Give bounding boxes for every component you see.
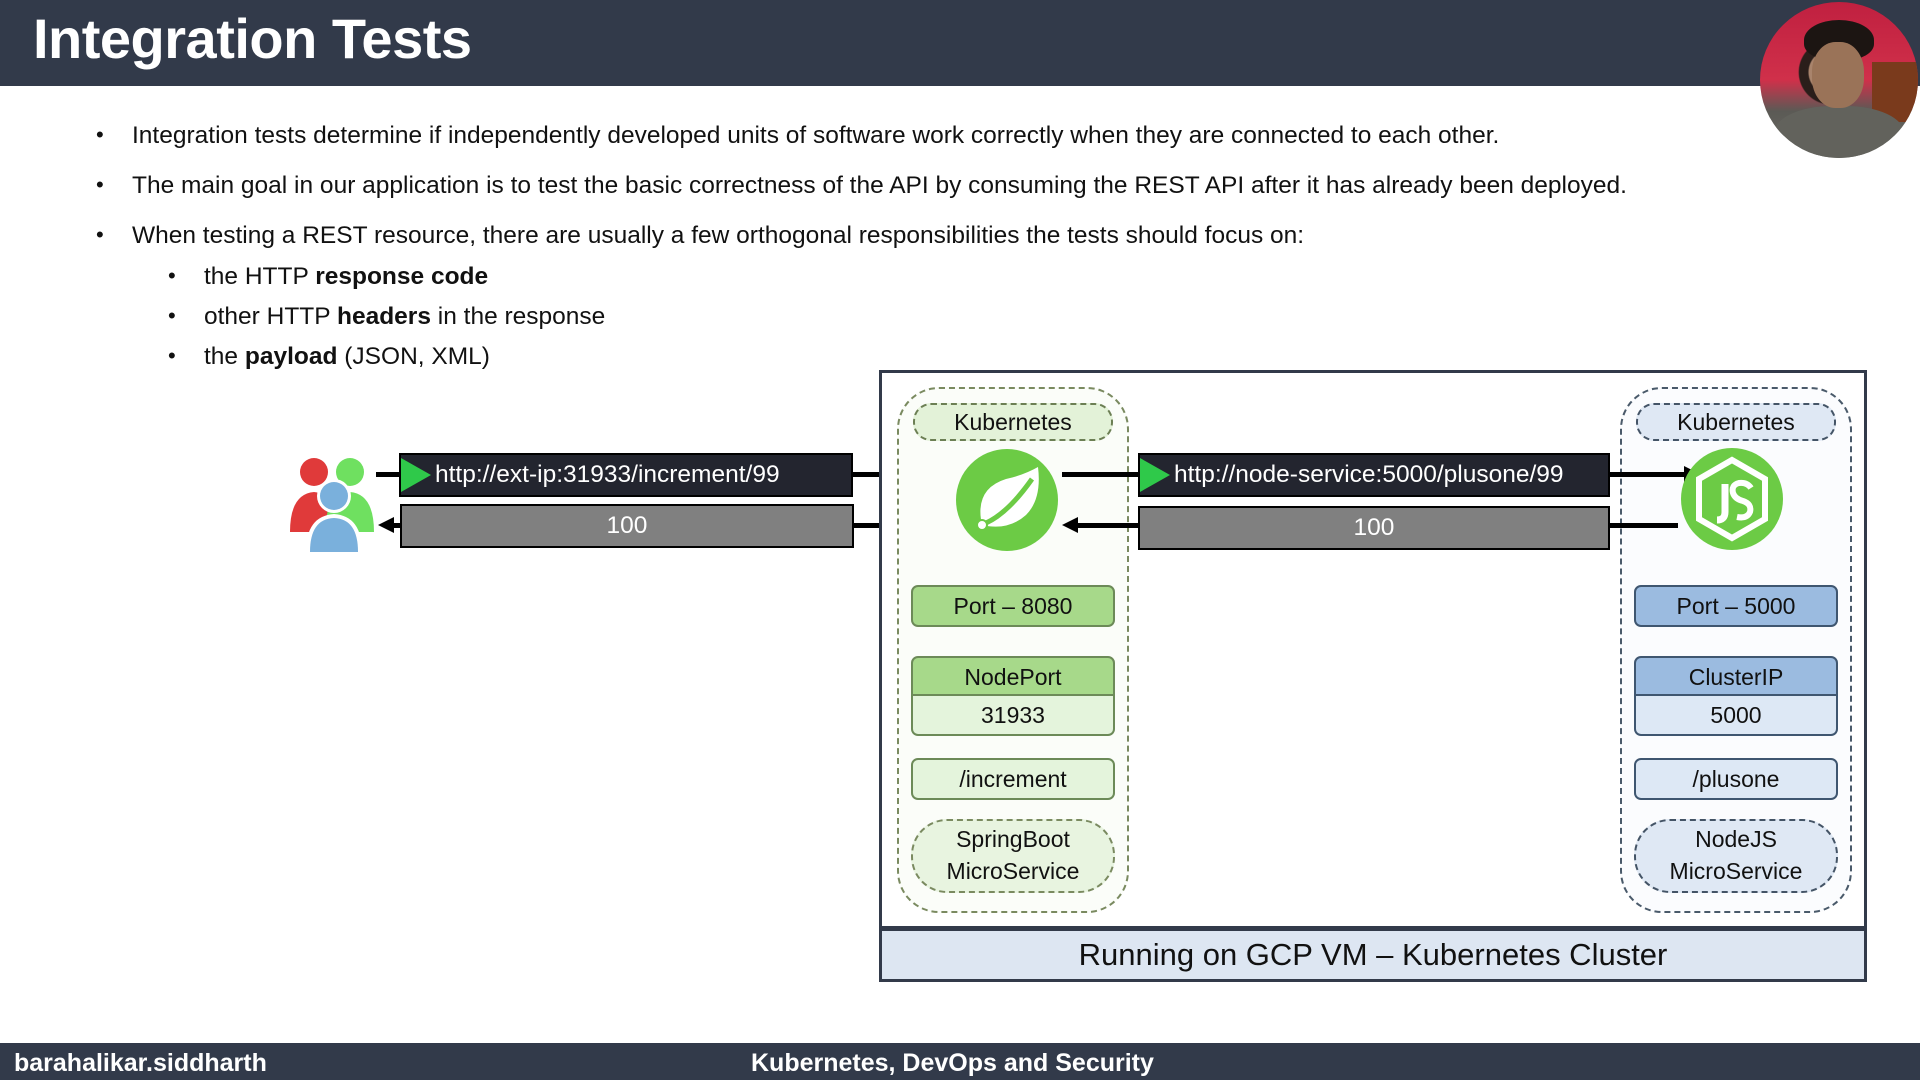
arrow-left-icon <box>1062 517 1078 533</box>
presenter-webcam <box>1760 2 1918 158</box>
springboot-service-type: NodePort <box>911 656 1115 698</box>
bullet-glyph: • <box>96 122 104 147</box>
play-icon <box>401 458 431 492</box>
request-line <box>376 472 400 477</box>
nodejs-service-port: 5000 <box>1634 694 1838 736</box>
request-url-box-2: http://node-service:5000/plusone/99 <box>1138 453 1610 497</box>
bullet-glyph: • <box>96 222 104 247</box>
response-box-1: 100 <box>400 504 854 548</box>
springboot-service-port: 31933 <box>911 694 1115 736</box>
footer-course-title: Kubernetes, DevOps and Security <box>751 1049 1154 1077</box>
footer-author: barahalikar.siddharth <box>14 1049 267 1077</box>
nodejs-kubernetes-group: Kubernetes Port – 5000 ClusterIP 5000 /p… <box>1620 387 1852 913</box>
nodejs-endpoint: /plusone <box>1634 758 1838 800</box>
cluster-caption: Running on GCP VM – Kubernetes Cluster <box>882 926 1864 979</box>
nodejs-icon <box>1681 448 1783 550</box>
kubernetes-label: Kubernetes <box>913 403 1113 441</box>
springboot-port: Port – 8080 <box>911 585 1115 627</box>
nodejs-port: Port – 5000 <box>1634 585 1838 627</box>
bullet-glyph: • <box>168 303 176 328</box>
response-box-2: 100 <box>1138 506 1610 550</box>
bullet-glyph: • <box>96 172 104 197</box>
nodejs-service-name: NodeJS MicroService <box>1634 819 1838 893</box>
title-bar: Integration Tests <box>0 0 1920 86</box>
arrow-left-icon <box>378 517 394 533</box>
nodejs-service-type: ClusterIP <box>1634 656 1838 698</box>
footer-bar: barahalikar.siddharth Kubernetes, DevOps… <box>0 1043 1920 1080</box>
springboot-service-name: SpringBoot MicroService <box>911 819 1115 893</box>
users-icon <box>290 458 374 552</box>
slide-title: Integration Tests <box>33 7 472 70</box>
request-url-box-1: http://ext-ip:31933/increment/99 <box>399 453 853 497</box>
spring-leaf-icon <box>956 449 1058 551</box>
request-line <box>1608 472 1688 477</box>
response-line <box>1608 523 1678 528</box>
bullet-glyph: • <box>168 343 176 368</box>
response-line <box>392 523 402 528</box>
play-icon <box>1140 458 1170 492</box>
kubernetes-label: Kubernetes <box>1636 403 1836 441</box>
request-line <box>1062 472 1140 477</box>
springboot-endpoint: /increment <box>911 758 1115 800</box>
response-line <box>1076 523 1140 528</box>
bullet-glyph: • <box>168 263 176 288</box>
